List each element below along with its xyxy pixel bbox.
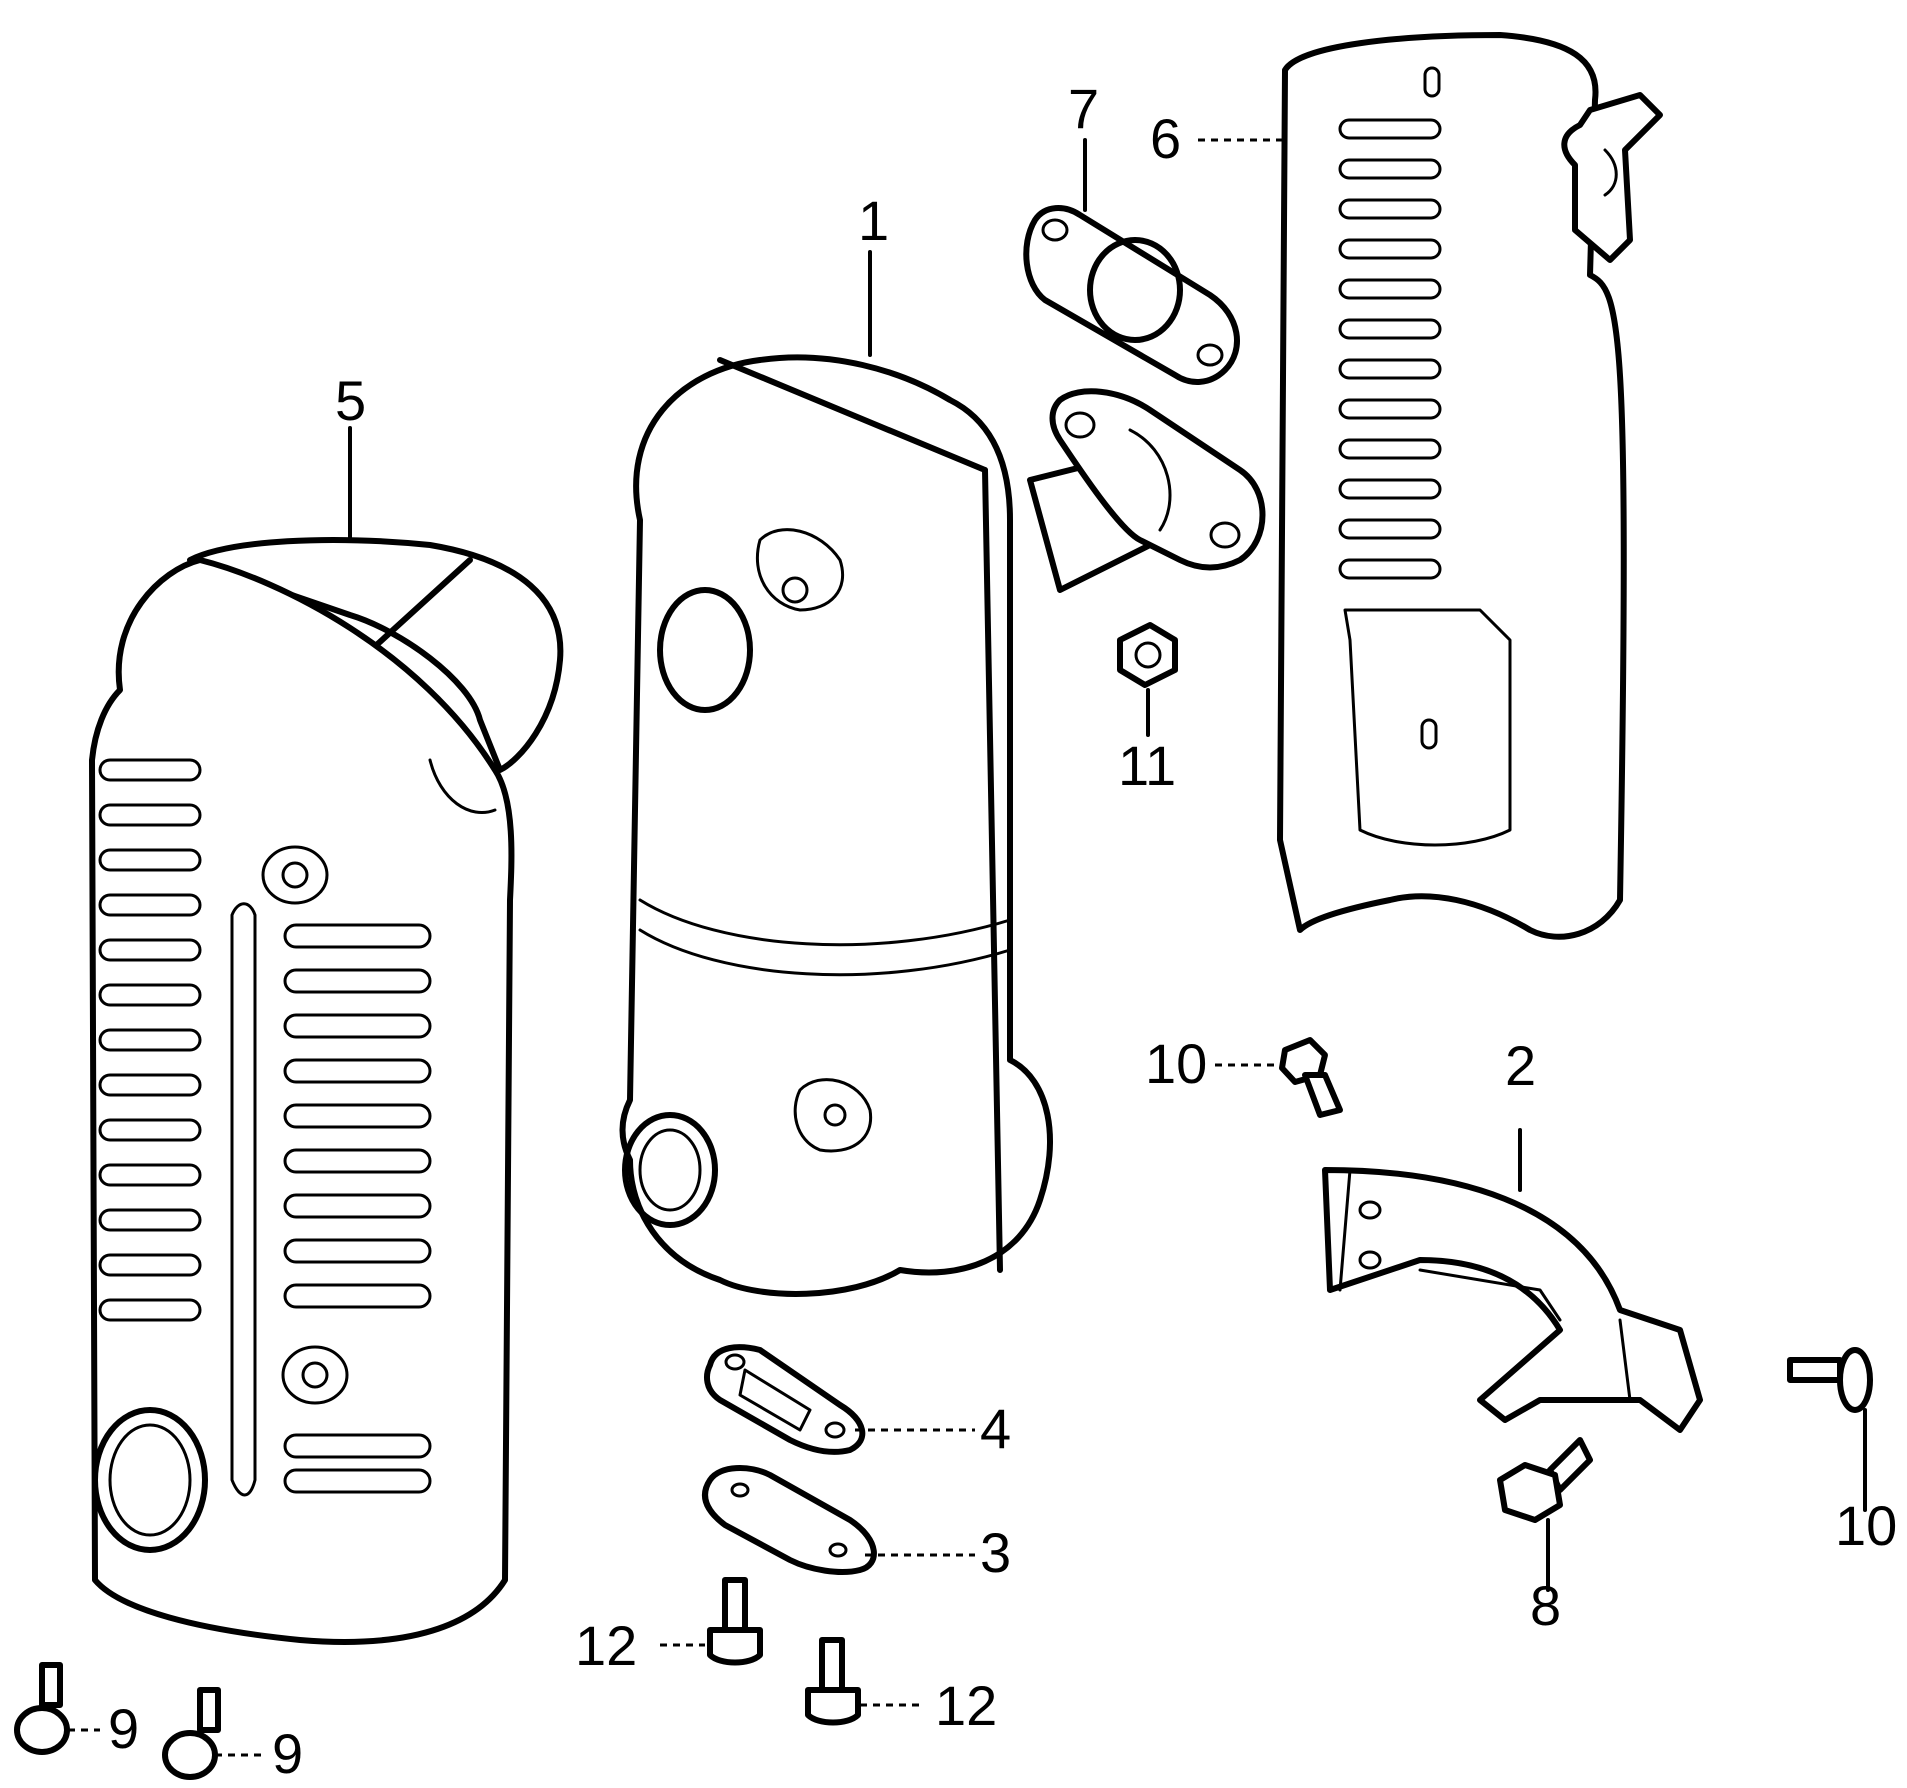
part-6-heat-shield [1277, 32, 1663, 940]
part-5-slots-right [283, 923, 432, 1494]
callout-12a: 12 [575, 1614, 637, 1677]
part-4-flange [704, 1344, 866, 1455]
callout-10b: 10 [1835, 1494, 1897, 1557]
part-6-slots [1338, 118, 1442, 580]
callout-numbers: 1 2 3 4 5 6 7 8 9 9 10 10 11 12 12 [108, 77, 1897, 1785]
callout-1: 1 [858, 189, 889, 252]
callout-3: 3 [980, 1521, 1011, 1584]
callout-8: 8 [1530, 1574, 1561, 1637]
part-5-muffler-protector [89, 537, 564, 1645]
part-10-bolt-b [1787, 1347, 1873, 1413]
callout-4: 4 [980, 1397, 1011, 1460]
part-12-bolt-a [707, 1577, 763, 1666]
part-1-muffler [619, 354, 1266, 1297]
callout-11: 11 [1118, 734, 1176, 797]
callout-leaders [68, 138, 1867, 1757]
part-7-gasket [1023, 205, 1240, 385]
part-12-bolt-b [805, 1637, 861, 1726]
callout-10a: 10 [1145, 1032, 1207, 1095]
part-2-bracket [1322, 1167, 1703, 1433]
callout-2: 2 [1505, 1034, 1536, 1097]
part-10-bolt-a [1279, 1037, 1343, 1118]
callout-5: 5 [335, 369, 366, 432]
callout-12b: 12 [935, 1674, 997, 1737]
callout-9a: 9 [108, 1697, 139, 1760]
part-8-bolt [1497, 1437, 1593, 1523]
callout-7: 7 [1068, 77, 1099, 140]
part-9-bolt-a [14, 1662, 70, 1755]
part-11-nut [1117, 622, 1178, 688]
callout-6: 6 [1150, 107, 1181, 170]
callout-9b: 9 [272, 1722, 303, 1785]
part-3-plate [702, 1465, 877, 1575]
part-5-slots-left [98, 758, 202, 1322]
part-9-bolt-b [162, 1687, 221, 1780]
